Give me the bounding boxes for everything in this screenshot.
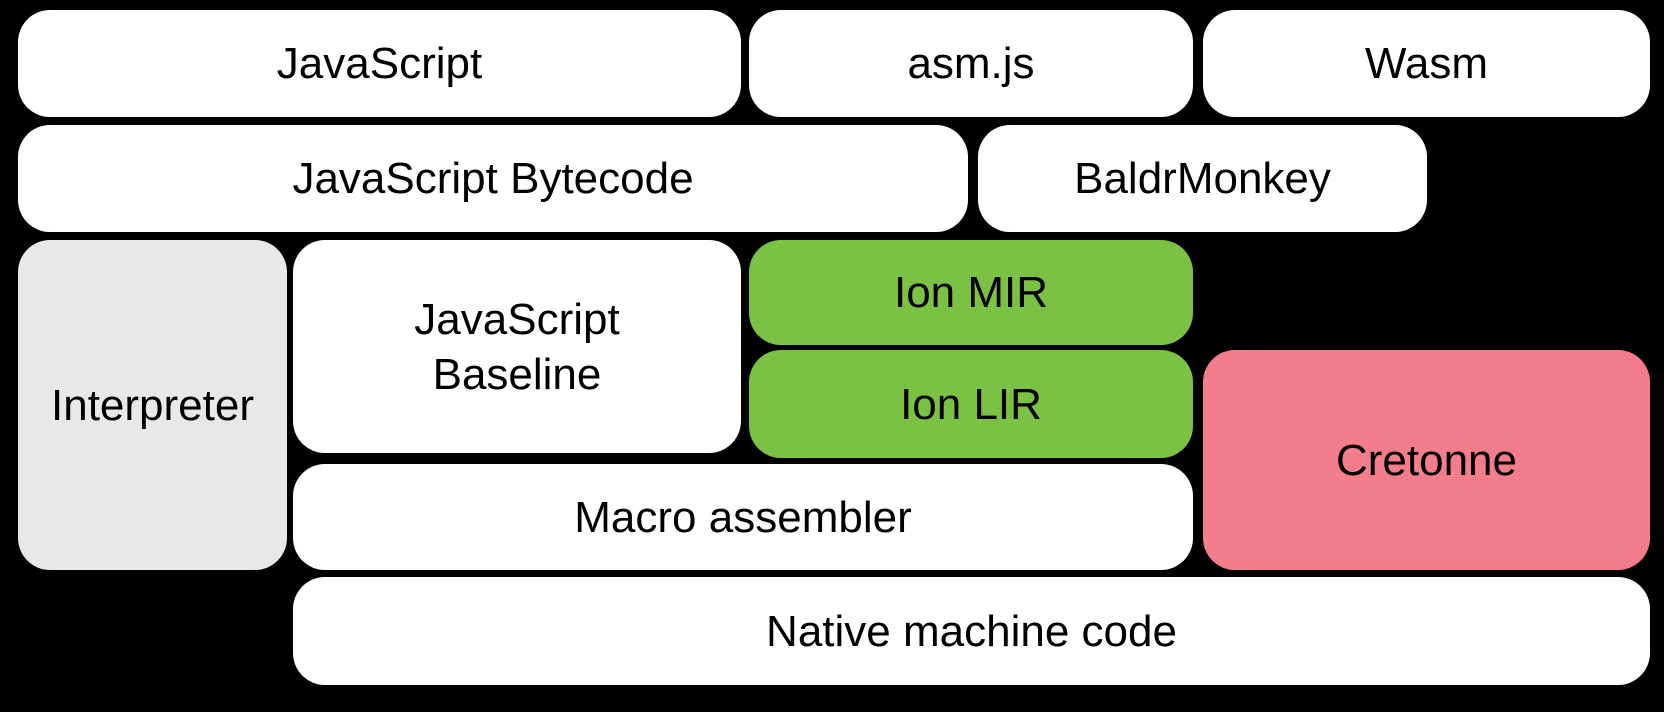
node-interpreter: Interpreter bbox=[18, 240, 287, 570]
node-macro-assembler: Macro assembler bbox=[293, 464, 1193, 570]
node-baldrmonkey: BaldrMonkey bbox=[978, 125, 1427, 232]
node-asmjs: asm.js bbox=[749, 10, 1193, 117]
node-javascript: JavaScript bbox=[18, 10, 741, 117]
node-ion-lir: Ion LIR bbox=[749, 350, 1193, 458]
node-wasm: Wasm bbox=[1203, 10, 1650, 117]
node-ion-mir: Ion MIR bbox=[749, 240, 1193, 345]
node-javascript-bytecode: JavaScript Bytecode bbox=[18, 125, 968, 232]
node-javascript-baseline: JavaScript Baseline bbox=[293, 240, 741, 453]
node-cretonne: Cretonne bbox=[1203, 350, 1650, 570]
node-native-machine-code: Native machine code bbox=[293, 577, 1650, 685]
